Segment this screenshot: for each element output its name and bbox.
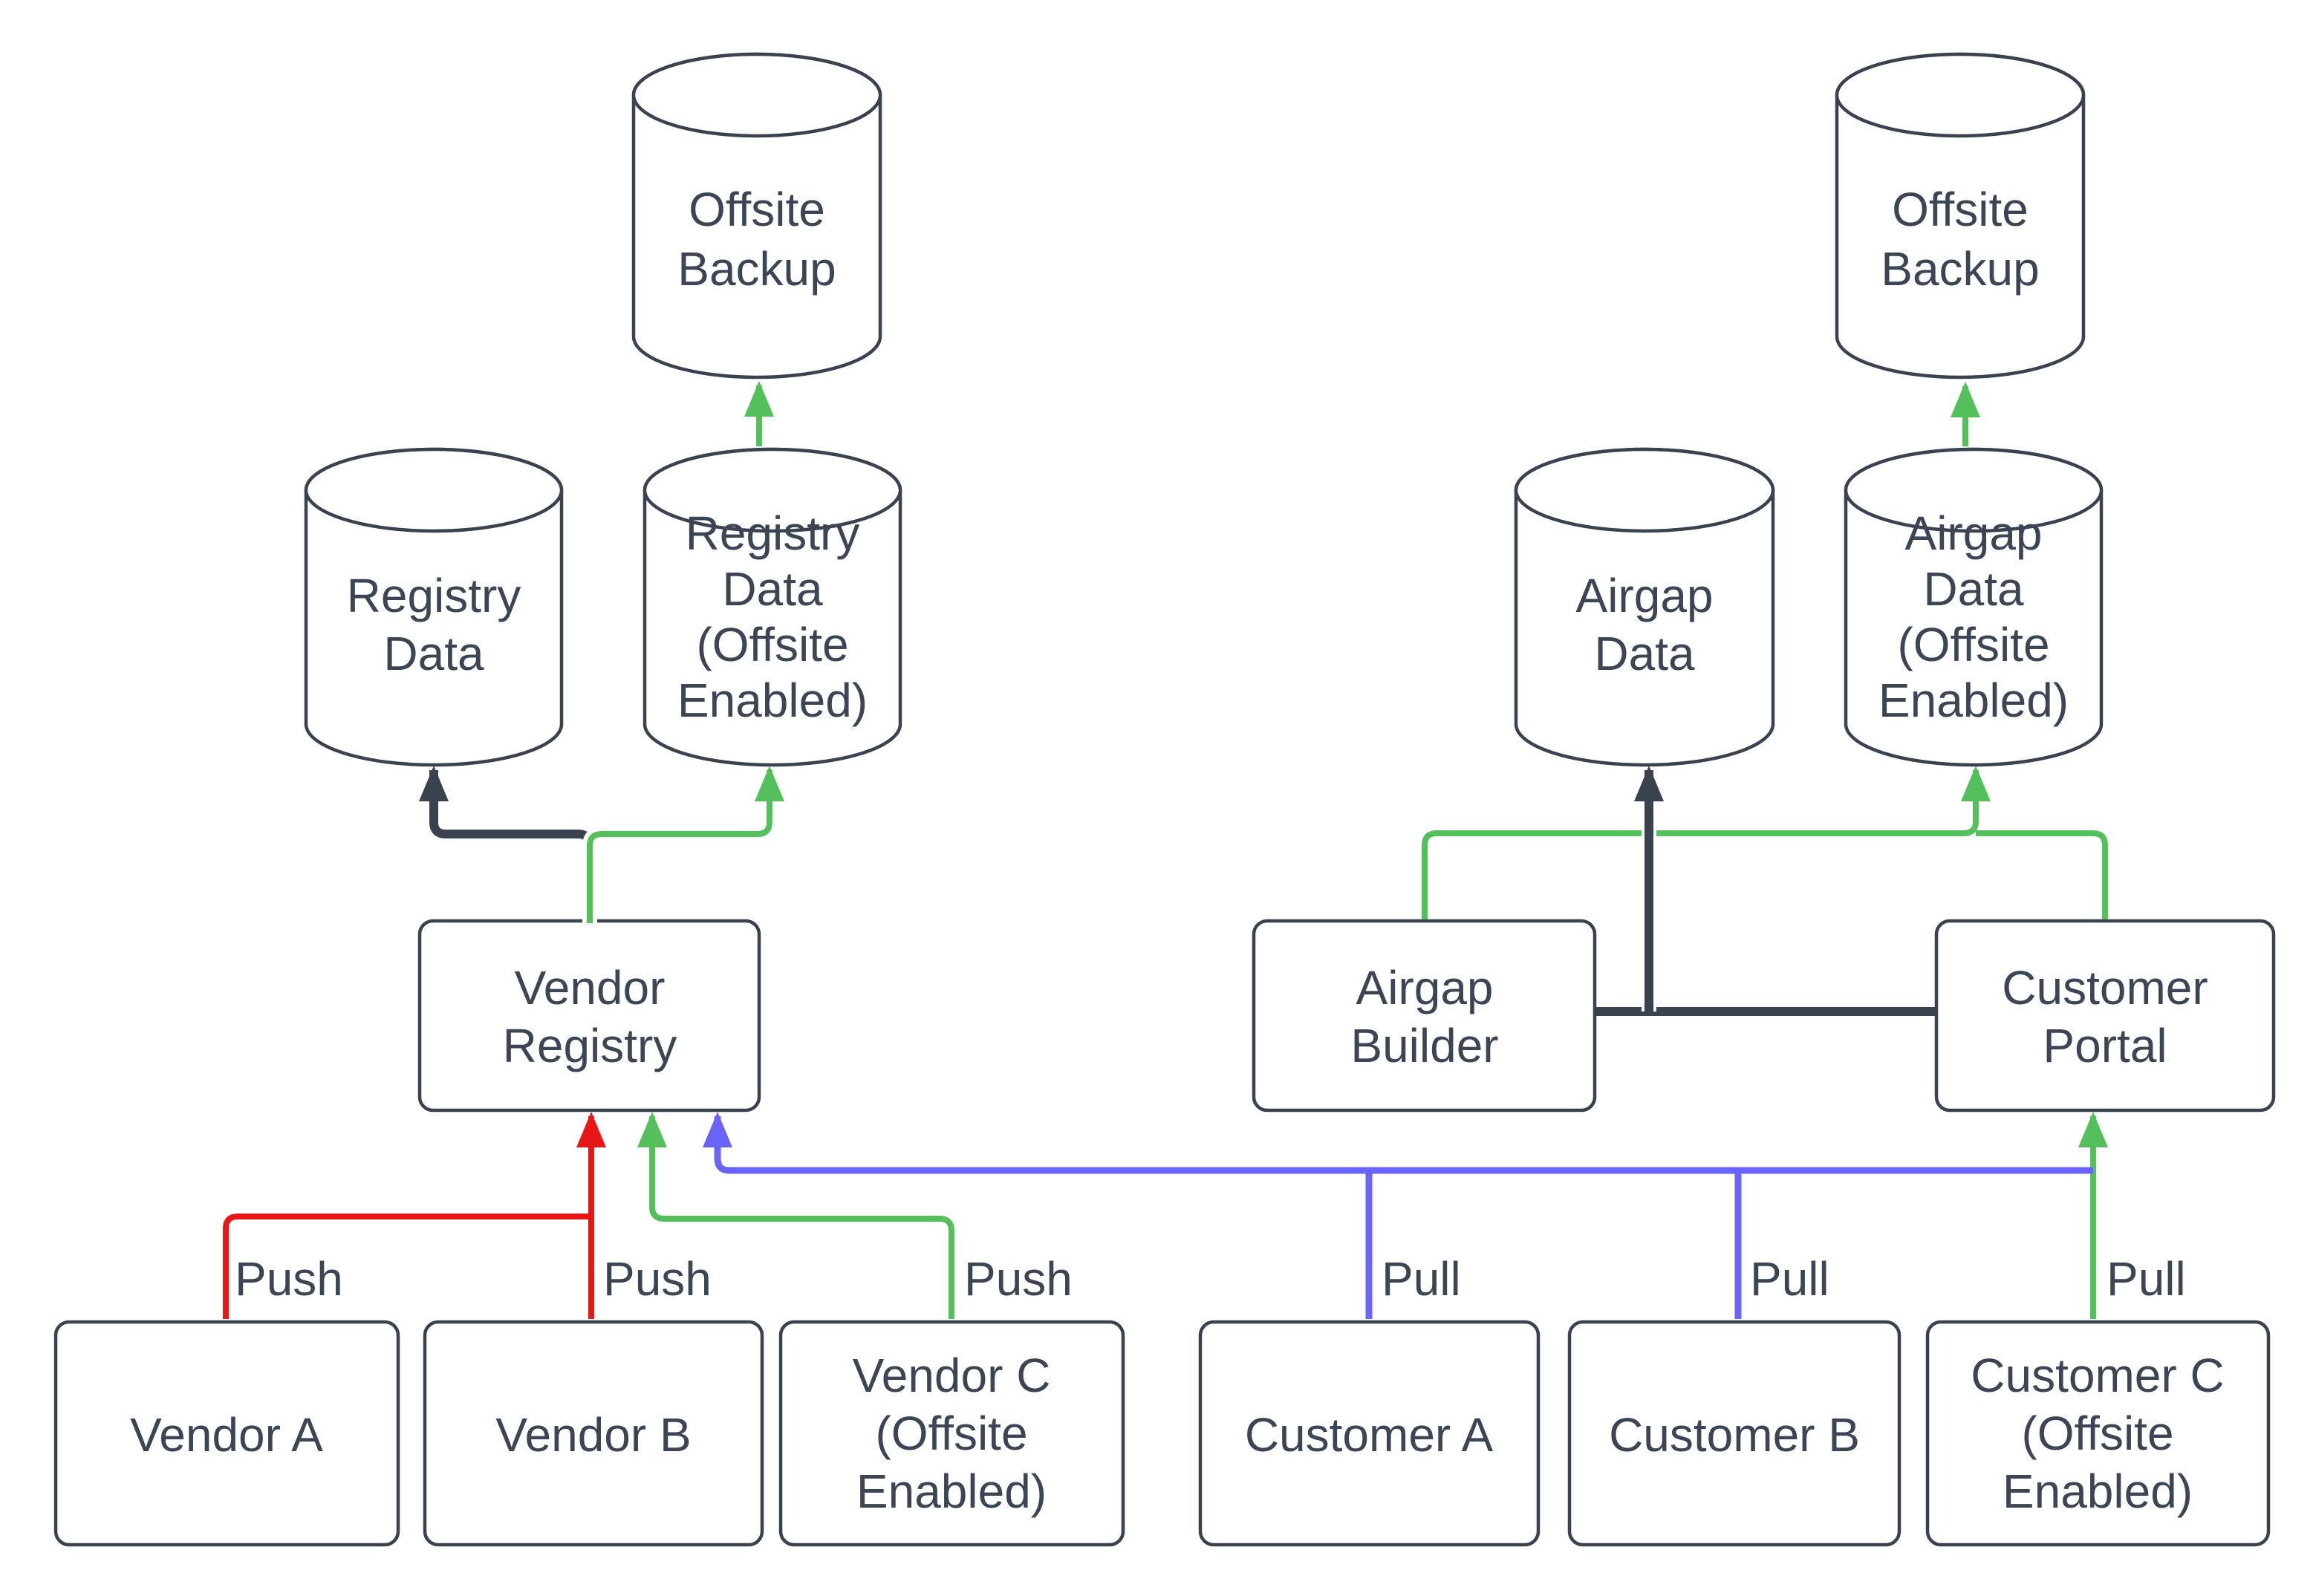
registry-data-offsite-label: (Offsite [696, 618, 848, 671]
node-vendor-b: Vendor B [423, 1320, 764, 1547]
airgap-builder-label: Builder [1350, 1019, 1498, 1072]
airgap-data-label: Airgap [1576, 569, 1714, 622]
push-label-vendor-b: Push [603, 1252, 712, 1306]
node-vendor-registry: Vendor Registry [417, 919, 761, 1113]
pull-label-customer-a: Pull [1382, 1252, 1461, 1306]
registry-data-offsite-label: Data [722, 562, 823, 616]
node-offsite-backup-right: Offsite Backup [1835, 52, 2086, 380]
customer-c-label: (Offsite [2021, 1407, 2173, 1460]
box [1934, 919, 2276, 1113]
node-vendor-c: Vendor C (Offsite Enabled) [778, 1320, 1125, 1547]
node-registry-data: Registry Data [304, 447, 564, 767]
vendor-a-label: Vendor A [130, 1408, 323, 1462]
pull-label-customer-c: Pull [2107, 1252, 2186, 1306]
node-customer-a: Customer A [1198, 1320, 1541, 1547]
offsite-backup-left-label: Backup [677, 242, 836, 296]
edge-airgap-builder-to-airgap-data-offsite [1422, 766, 1991, 919]
pull-label-customer-b: Pull [1750, 1252, 1829, 1306]
node-airgap-data-offsite: Airgap Data (Offsite Enabled) [1844, 447, 2104, 767]
cylinder-top [642, 447, 902, 533]
airgap-data-label: Data [1594, 627, 1695, 680]
box [1198, 1320, 1541, 1547]
vendor-b-label: Vendor B [495, 1408, 691, 1462]
customer-c-label: Enabled) [2003, 1465, 2193, 1518]
node-customer-portal: Customer Portal [1934, 919, 2276, 1113]
node-customer-b: Customer B [1567, 1320, 1902, 1547]
box [417, 919, 761, 1113]
airgap-builder-label: Airgap [1356, 961, 1494, 1014]
edge-vendor-registry-to-registry-data-offsite [587, 766, 784, 923]
cylinder-top [1835, 52, 2086, 138]
box [1567, 1320, 1902, 1547]
cylinder-top [1514, 447, 1775, 533]
push-label-vendor-a: Push [235, 1252, 343, 1306]
cylinder-top [1844, 447, 2104, 533]
customer-a-label: Customer A [1245, 1408, 1494, 1462]
vendor-registry-label: Registry [503, 1019, 677, 1072]
node-customer-c: Customer C (Offsite Enabled) [1925, 1320, 2271, 1547]
box [1925, 1320, 2271, 1547]
cylinder-top [304, 447, 564, 533]
edge-casing [582, 770, 777, 923]
customer-portal-label: Customer [2002, 961, 2208, 1014]
node-registry-data-offsite: Registry Data (Offsite Enabled) [642, 447, 902, 767]
box [778, 1320, 1125, 1547]
edge-vendor-registry-to-registry-data [419, 766, 594, 923]
airgap-data-offsite-label: Enabled) [1878, 674, 2069, 727]
offsite-backup-right-label: Backup [1881, 242, 2039, 296]
cylinder-top [631, 52, 882, 138]
offsite-backup-left-label: Offsite [689, 183, 825, 236]
node-vendor-a: Vendor A [53, 1320, 400, 1547]
box [53, 1320, 400, 1547]
push-label-vendor-c: Push [964, 1252, 1073, 1306]
vendor-c-label: Enabled) [856, 1465, 1047, 1518]
registry-data-label: Data [383, 627, 484, 680]
airgap-data-offsite-label: (Offsite [1897, 618, 2049, 671]
vendor-c-label: Vendor C [853, 1349, 1051, 1402]
customer-portal-label: Portal [2043, 1019, 2167, 1072]
node-airgap-data: Airgap Data [1514, 447, 1775, 767]
edge-vendor-a-push [223, 1214, 588, 1319]
edge-vendor-c-push [637, 1112, 954, 1319]
vendor-c-label: (Offsite [875, 1407, 1027, 1460]
vendor-registry-label: Vendor [515, 961, 666, 1014]
registry-data-offsite-label: Enabled) [677, 674, 868, 727]
customer-c-label: Customer C [1971, 1349, 2224, 1402]
airgap-data-offsite-label: Data [1923, 562, 2024, 616]
node-airgap-builder: Airgap Builder [1252, 919, 1597, 1113]
node-offsite-backup-left: Offsite Backup [631, 52, 882, 380]
box [423, 1320, 764, 1547]
edge-customer-portal-to-airgap-data-offsite [1976, 830, 2108, 919]
box [1252, 919, 1597, 1113]
airgap-data-offsite-label: Airgap [1905, 507, 2043, 560]
registry-data-offsite-label: Registry [686, 507, 860, 560]
registry-data-label: Registry [347, 569, 521, 622]
edge-pull-trunk-to-vendor-registry [703, 1112, 2093, 1174]
offsite-backup-right-label: Offsite [1892, 183, 2029, 236]
customer-b-label: Customer B [1609, 1408, 1860, 1462]
